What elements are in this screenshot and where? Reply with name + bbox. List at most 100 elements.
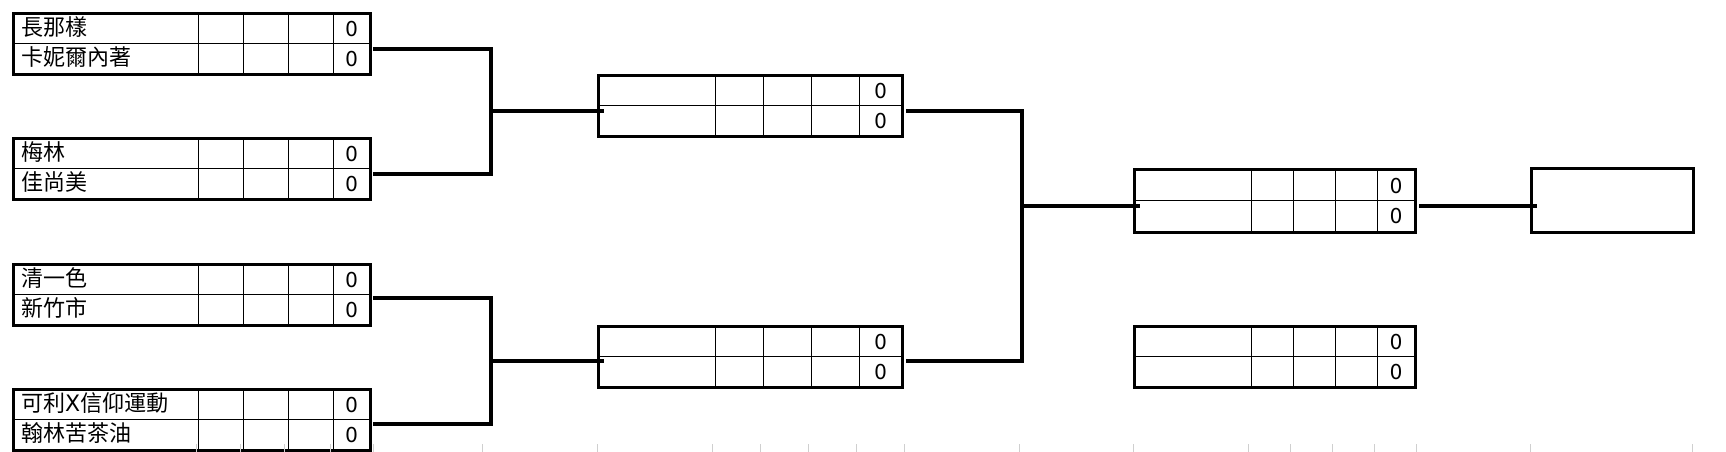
match-slot-top[interactable]: 0: [600, 328, 901, 357]
match-slot-top[interactable]: 梅林 0: [15, 140, 369, 169]
set-cell[interactable]: [198, 140, 243, 168]
set-cell[interactable]: [288, 169, 333, 198]
set-cell[interactable]: [1335, 171, 1377, 200]
total-score-cell[interactable]: 0: [333, 266, 369, 294]
match-slot-top[interactable]: 可利X信仰運動 0: [15, 391, 369, 420]
total-score-cell[interactable]: 0: [333, 295, 369, 324]
match-slot-bottom[interactable]: 0: [600, 357, 901, 386]
set-cell[interactable]: [243, 44, 288, 73]
total-score-cell[interactable]: 0: [1377, 328, 1414, 356]
set-cell[interactable]: [288, 295, 333, 324]
final-match: 0 0: [1133, 168, 1417, 234]
total-score-cell[interactable]: 0: [333, 391, 369, 419]
total-score-cell[interactable]: 0: [333, 15, 369, 43]
set-cell[interactable]: [243, 420, 288, 449]
set-cell[interactable]: [1251, 328, 1293, 356]
total-score-cell[interactable]: 0: [859, 328, 901, 356]
match-slot-bottom[interactable]: 新竹市 0: [15, 295, 369, 324]
match-slot-bottom[interactable]: 0: [1136, 201, 1414, 231]
set-cell[interactable]: [763, 77, 811, 105]
set-cell[interactable]: [715, 357, 763, 386]
set-cell[interactable]: [811, 77, 859, 105]
set-cell[interactable]: [811, 328, 859, 356]
connector-line: [1020, 109, 1024, 363]
grid-tick: [904, 444, 905, 452]
grid-tick: [373, 444, 374, 452]
set-cell[interactable]: [243, 295, 288, 324]
grid-tick: [1416, 444, 1417, 452]
match-slot-bottom[interactable]: 0: [1136, 357, 1414, 386]
set-cell[interactable]: [1293, 201, 1335, 231]
set-cell[interactable]: [198, 169, 243, 198]
round1-match-4: 可利X信仰運動 0 翰林苦茶油 0: [12, 388, 372, 452]
set-cell[interactable]: [1293, 328, 1335, 356]
connector-line: [489, 109, 604, 113]
set-cell[interactable]: [198, 266, 243, 294]
set-cell[interactable]: [288, 266, 333, 294]
set-cell[interactable]: [1293, 357, 1335, 386]
connector-line: [1020, 204, 1140, 208]
set-cell[interactable]: [763, 328, 811, 356]
set-cell[interactable]: [715, 328, 763, 356]
set-cell[interactable]: [288, 420, 333, 449]
set-cell[interactable]: [243, 391, 288, 419]
match-slot-bottom[interactable]: 翰林苦茶油 0: [15, 420, 369, 449]
match-slot-top[interactable]: 長那樣 0: [15, 15, 369, 44]
round1-match-3: 清一色 0 新竹市 0: [12, 263, 372, 327]
set-cell[interactable]: [243, 140, 288, 168]
set-cell[interactable]: [1251, 201, 1293, 231]
set-cell[interactable]: [715, 106, 763, 135]
match-slot-top[interactable]: 0: [1136, 328, 1414, 357]
connector-line: [906, 359, 1024, 363]
total-score-cell[interactable]: 0: [1377, 357, 1414, 386]
team-name: 梅林: [21, 141, 66, 166]
set-cell[interactable]: [1251, 171, 1293, 200]
team-name: 新竹市: [21, 296, 88, 322]
total-score-cell[interactable]: 0: [333, 140, 369, 168]
set-cell[interactable]: [1335, 328, 1377, 356]
set-cell[interactable]: [198, 391, 243, 419]
set-cell[interactable]: [243, 15, 288, 43]
match-slot-bottom[interactable]: 卡妮爾內著 0: [15, 44, 369, 73]
total-score-cell[interactable]: 0: [859, 357, 901, 386]
set-cell[interactable]: [1335, 201, 1377, 231]
set-cell[interactable]: [198, 44, 243, 73]
round1-match-1: 長那樣 0 卡妮爾內著 0: [12, 12, 372, 76]
total-score-cell[interactable]: 0: [859, 77, 901, 105]
set-cell[interactable]: [288, 391, 333, 419]
set-cell[interactable]: [763, 357, 811, 386]
team-name: 可利X信仰運動: [21, 392, 169, 417]
set-cell[interactable]: [288, 15, 333, 43]
set-cell[interactable]: [763, 106, 811, 135]
grid-tick: [712, 444, 713, 452]
connector-line: [1419, 204, 1537, 208]
match-slot-top[interactable]: 0: [1136, 171, 1414, 201]
grid-tick: [1290, 444, 1291, 452]
set-cell[interactable]: [1293, 171, 1335, 200]
grid-tick: [760, 444, 761, 452]
set-cell[interactable]: [1335, 357, 1377, 386]
set-cell[interactable]: [198, 295, 243, 324]
set-cell[interactable]: [243, 169, 288, 198]
set-cell[interactable]: [243, 266, 288, 294]
total-score-cell[interactable]: 0: [333, 420, 369, 449]
total-score-cell[interactable]: 0: [1377, 201, 1414, 231]
total-score-cell[interactable]: 0: [1377, 171, 1414, 200]
total-score-cell[interactable]: 0: [859, 106, 901, 135]
set-cell[interactable]: [811, 106, 859, 135]
set-cell[interactable]: [1251, 357, 1293, 386]
champion-box[interactable]: [1530, 167, 1695, 234]
match-slot-bottom[interactable]: 0: [600, 106, 901, 135]
set-cell[interactable]: [288, 140, 333, 168]
set-cell[interactable]: [715, 77, 763, 105]
match-slot-top[interactable]: 0: [600, 77, 901, 106]
set-cell[interactable]: [288, 44, 333, 73]
set-cell[interactable]: [198, 420, 243, 449]
match-slot-top[interactable]: 清一色 0: [15, 266, 369, 295]
set-cell[interactable]: [198, 15, 243, 43]
match-slot-bottom[interactable]: 佳尚美 0: [15, 169, 369, 198]
set-cell[interactable]: [811, 357, 859, 386]
total-score-cell[interactable]: 0: [333, 44, 369, 73]
total-score-cell[interactable]: 0: [333, 169, 369, 198]
team-name: 翰林苦茶油: [21, 421, 132, 447]
